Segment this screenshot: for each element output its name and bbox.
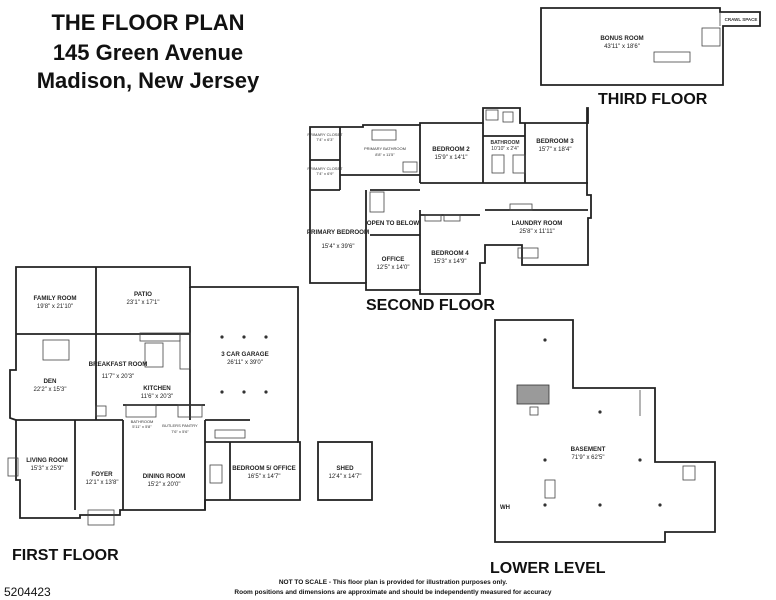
dining-room-dim: 15'2" x 20'0" bbox=[148, 482, 181, 488]
breakfast-room-label: BREAKFAST ROOM bbox=[89, 361, 148, 368]
second-floor: PRIMARY CLOSET 7'4" x 6'3" PRIMARY CLOSE… bbox=[307, 107, 592, 314]
bedroom-5-label: BEDROOM 5/ OFFICE bbox=[232, 465, 296, 472]
bedroom-3-dim: 15'7" x 18'4" bbox=[539, 147, 572, 153]
garage-dim: 26'11" x 39'0" bbox=[227, 360, 263, 366]
crawl-space-label: CRAWL SPACE bbox=[725, 17, 758, 22]
primary-bedroom-dim: 15'4" x 39'6" bbox=[322, 244, 355, 250]
shed: SHED 12'4" x 14'7" bbox=[317, 441, 373, 501]
shed-label: SHED bbox=[336, 465, 354, 472]
kitchen-dim: 11'6" x 20'3" bbox=[141, 394, 173, 400]
primary-bedroom-label-line: PRIMARY BEDROOM bbox=[307, 229, 369, 236]
listing-id: 5204423 bbox=[4, 585, 51, 599]
third-floor-label: THIRD FLOOR bbox=[598, 91, 708, 108]
first-floor: FAMILY ROOM 19'8" x 21'10" PATIO 23'1" x… bbox=[7, 266, 301, 564]
bedroom-4-label: BEDROOM 4 bbox=[431, 250, 469, 257]
breakfast-room-dim: 11'7" x 20'3" bbox=[102, 374, 134, 380]
first-floor-label: FIRST FLOOR bbox=[12, 547, 119, 564]
family-room-label: FAMILY ROOM bbox=[34, 295, 77, 302]
wh-label: WH bbox=[500, 505, 510, 511]
basement-label: BASEMENT bbox=[571, 446, 606, 453]
bathroom-2-label: BATHROOM bbox=[490, 140, 519, 146]
bedroom-4-dim: 15'3" x 14'9" bbox=[434, 259, 467, 265]
lower-level: BASEMENT 71'9" x 62'5" WH LOWER LEVEL bbox=[490, 319, 716, 577]
patio-label: PATIO bbox=[134, 291, 152, 298]
second-floor-label: SECOND FLOOR bbox=[366, 297, 495, 314]
disclaimer-line-2: Room positions and dimensions are approx… bbox=[234, 589, 552, 596]
primary-closet-2-dim: 7'4" x 6'9" bbox=[316, 171, 334, 176]
bedroom-5-dim: 16'5" x 14'7" bbox=[248, 474, 281, 480]
bedroom-3-label: BEDROOM 3 bbox=[536, 138, 574, 145]
bedroom-2-label: BEDROOM 2 bbox=[432, 146, 470, 153]
bathroom-2-dim: 10'10" x 2'4" bbox=[491, 146, 519, 152]
laundry-room-dim: 25'8" x 11'11" bbox=[519, 229, 554, 235]
primary-bathroom-dim: 8'8" x 11'5" bbox=[375, 152, 395, 157]
third-floor: BONUS ROOM 43'11" x 18'6" CRAWL SPACE TH… bbox=[540, 7, 761, 108]
dining-room-label: DINING ROOM bbox=[143, 473, 186, 480]
laundry-room-label: LAUNDRY ROOM bbox=[512, 220, 563, 227]
plan-address-street: 145 Green Avenue bbox=[53, 40, 243, 65]
den-label: DEN bbox=[43, 378, 57, 385]
plan-address-city: Madison, New Jersey bbox=[37, 68, 260, 93]
bonus-room-dim: 43'11" x 18'6" bbox=[604, 44, 640, 50]
basement-dim: 71'9" x 62'5" bbox=[572, 455, 605, 461]
family-room-dim: 19'8" x 21'10" bbox=[37, 304, 73, 310]
office-dim: 12'5" x 14'0" bbox=[377, 265, 410, 271]
bonus-room-label: BONUS ROOM bbox=[600, 35, 643, 42]
primary-closet-1-dim: 7'4" x 6'3" bbox=[316, 137, 334, 142]
bathroom-1-label: BATHROOM bbox=[131, 419, 154, 424]
bathroom-1-dim: 5'11" x 5'8" bbox=[132, 424, 152, 429]
plan-title: THE FLOOR PLAN bbox=[51, 10, 244, 35]
butlers-pantry-label: BUTLERS PANTRY bbox=[162, 423, 198, 428]
patio-dim: 23'1" x 17'1" bbox=[127, 300, 160, 306]
butlers-pantry-dim: 7'6" x 5'6" bbox=[171, 429, 189, 434]
foyer-label: FOYER bbox=[91, 471, 113, 478]
living-room-label: LIVING ROOM bbox=[26, 457, 68, 464]
office-label: OFFICE bbox=[382, 256, 405, 263]
shed-dim: 12'4" x 14'7" bbox=[329, 474, 362, 480]
primary-bathroom-label: PRIMARY BATHROOM bbox=[364, 146, 406, 151]
den-dim: 22'2" x 15'3" bbox=[34, 387, 67, 393]
kitchen-label: KITCHEN bbox=[143, 385, 171, 392]
disclaimer-line-1: NOT TO SCALE - This floor plan is provid… bbox=[279, 579, 508, 586]
living-room-dim: 15'3" x 25'9" bbox=[31, 466, 64, 472]
foyer-dim: 12'1" x 13'8" bbox=[86, 480, 119, 486]
bedroom-2-dim: 15'9" x 14'1" bbox=[435, 155, 468, 161]
lower-level-label: LOWER LEVEL bbox=[490, 560, 606, 577]
garage-label: 3 CAR GARAGE bbox=[221, 351, 268, 358]
primary-closet-2-label: PRIMARY CLOSET bbox=[307, 166, 343, 171]
open-to-below-label: OPEN TO BELOW bbox=[367, 220, 420, 227]
primary-closet-1-label: PRIMARY CLOSET bbox=[307, 132, 343, 137]
